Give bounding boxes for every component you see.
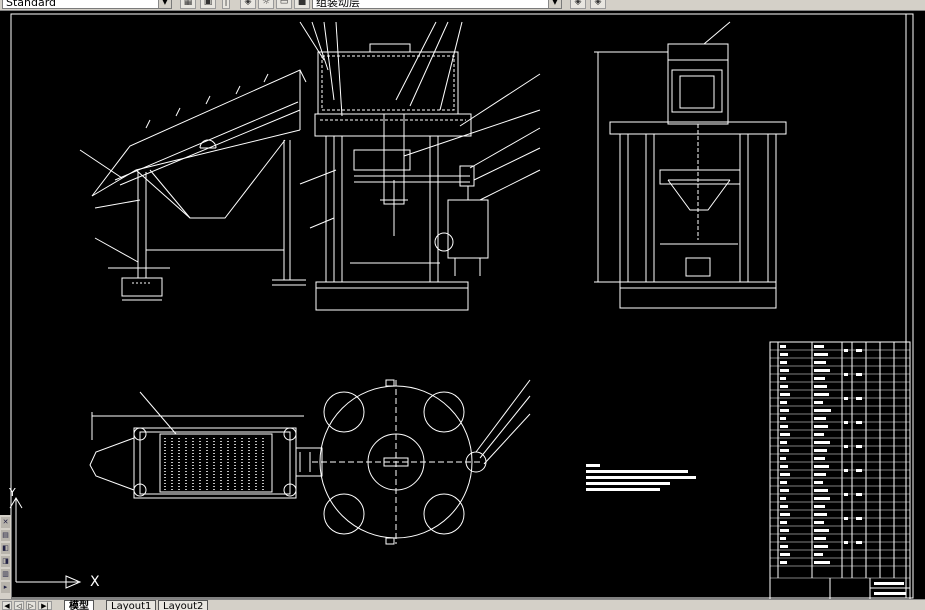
layer-manager-icon[interactable]: ◈ <box>240 0 256 9</box>
text-style-combo[interactable]: Standard ▼ <box>2 0 172 9</box>
tool-icon[interactable]: ▥ <box>1 569 10 580</box>
text-style-value: Standard <box>6 0 57 9</box>
drawing-canvas[interactable] <box>0 11 925 599</box>
layer-combo-value: 组装动层 <box>316 0 360 9</box>
lock-icon[interactable]: ▭ <box>276 0 292 9</box>
tool-icon[interactable]: ◧ <box>1 543 10 554</box>
arrow-icon[interactable]: ▸ <box>1 582 10 593</box>
left-tool-palette: ✕ ▤ ◧ ◨ ▥ ▸ <box>0 515 12 603</box>
drawing-border <box>10 13 914 599</box>
front-elevation-view <box>79 21 541 311</box>
chevron-down-icon[interactable]: ▼ <box>548 0 561 8</box>
ucs-x-label: X <box>90 574 100 590</box>
ucs-icon <box>9 497 82 589</box>
chevron-down-icon[interactable]: ▼ <box>158 0 171 8</box>
layer-combo[interactable]: 组装动层 ▼ <box>312 0 562 9</box>
layer-prev-icon[interactable]: ◈ <box>570 0 586 9</box>
plan-view <box>89 379 531 545</box>
parts-list-table <box>769 341 911 599</box>
tab-layout2[interactable]: Layout2 <box>158 600 209 610</box>
close-icon[interactable]: ✕ <box>1 517 10 528</box>
ucs-y-label: Y <box>9 486 16 499</box>
side-elevation-view <box>594 21 787 309</box>
color-icon[interactable]: ■ <box>294 0 310 9</box>
sun-icon[interactable]: ☼ <box>258 0 274 9</box>
top-toolbar: Standard ▼ ▦ ▣ | ◈ ☼ ▭ ■ 组装动层 ▼ ◈ ◈ <box>0 0 925 11</box>
tab-layout1[interactable]: Layout1 <box>106 600 157 610</box>
match-layer-icon[interactable]: ▣ <box>200 0 216 9</box>
separator-icon: | <box>222 0 230 9</box>
layout-tabs-bar: ◀ ◁ ▷ ▶| 模型 Layout1 Layout2 <box>0 599 925 610</box>
layer-icon[interactable]: ▦ <box>180 0 196 9</box>
palette-icon[interactable]: ▤ <box>1 530 10 541</box>
layer-state-icon[interactable]: ◈ <box>590 0 606 9</box>
technical-notes <box>586 464 696 491</box>
tab-model[interactable]: 模型 <box>64 600 94 610</box>
tool-icon[interactable]: ◨ <box>1 556 10 567</box>
